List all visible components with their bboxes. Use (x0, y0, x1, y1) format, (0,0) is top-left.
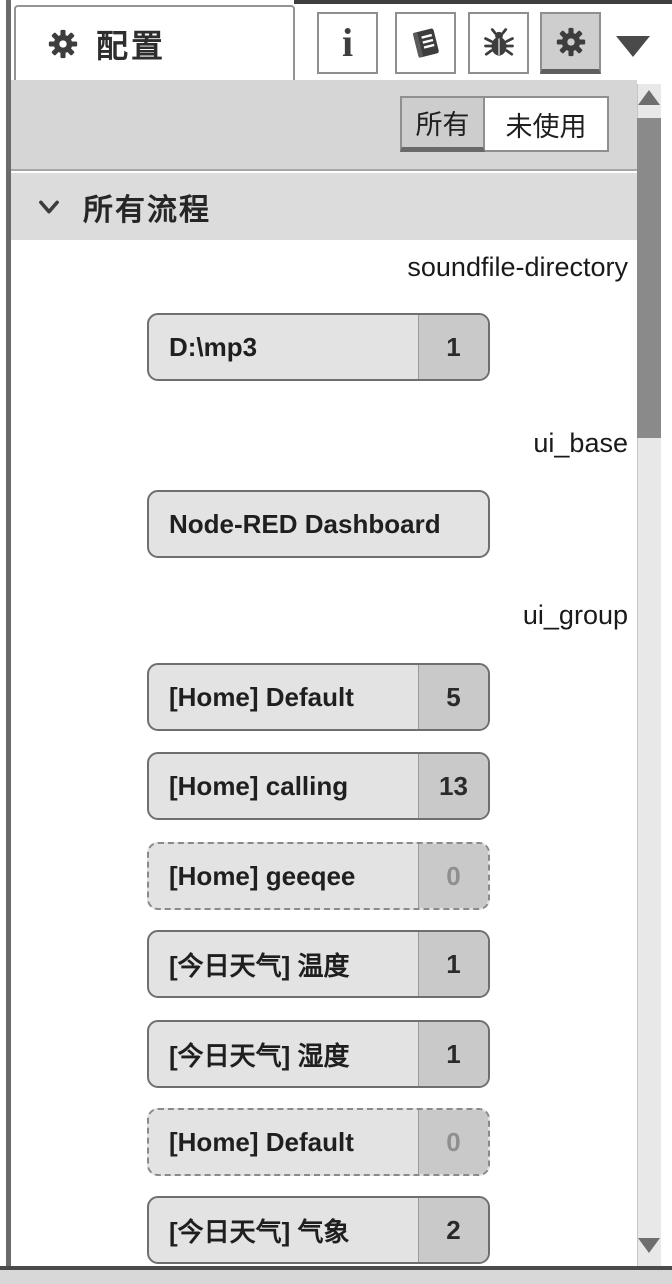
sidebar-left-border (6, 0, 11, 1284)
tab-config[interactable]: 配置 (14, 5, 295, 80)
category-label: soundfile-directory (407, 252, 628, 282)
node-usage-count: 1 (418, 932, 488, 996)
section-title: 所有流程 (83, 193, 211, 227)
debug-button[interactable] (468, 12, 529, 74)
config-node[interactable]: [Home] calling 13 (147, 752, 490, 820)
tab-config-label: 配置 (96, 27, 167, 64)
node-usage-count: 0 (418, 1110, 488, 1174)
config-node[interactable]: Node-RED Dashboard (147, 490, 490, 558)
triangle-down-icon[interactable] (616, 36, 650, 57)
book-icon (408, 25, 444, 61)
filter-all-button[interactable]: 所有 (400, 96, 485, 152)
section-all-flows[interactable]: 所有流程 (11, 173, 637, 240)
info-icon: i (341, 20, 354, 65)
chevron-down-icon (35, 193, 63, 221)
config-node[interactable]: [Home] Default 5 (147, 663, 490, 731)
node-label: [今日天气] 湿度 (169, 1040, 350, 1071)
node-label: [Home] Default (169, 681, 354, 712)
node-label: [Home] calling (169, 770, 349, 801)
node-label: [今日天气] 气象 (169, 1216, 350, 1247)
filter-toggle: 所有 未使用 (400, 96, 609, 152)
bug-icon (481, 25, 517, 61)
node-usage-count: 1 (418, 1022, 488, 1086)
panel-top-border (294, 0, 672, 4)
node-usage-count: 5 (418, 665, 488, 729)
filter-unused-button[interactable]: 未使用 (485, 96, 609, 152)
node-label: Node-RED Dashboard (169, 508, 441, 539)
node-label: [Home] Default (169, 1126, 354, 1157)
node-usage-count: 13 (418, 754, 488, 818)
config-button[interactable] (540, 12, 601, 74)
scroll-down-button[interactable] (638, 1238, 660, 1253)
node-label: [Home] geeqee (169, 860, 356, 891)
docs-button[interactable] (395, 12, 456, 74)
node-usage-count: 2 (418, 1198, 488, 1262)
config-node[interactable]: [今日天气] 湿度 1 (147, 1020, 490, 1088)
scrollbar-thumb[interactable] (637, 118, 661, 438)
info-button[interactable]: i (317, 12, 378, 74)
bottom-panel-strip (0, 1270, 672, 1284)
config-node[interactable]: [Home] geeqee 0 (147, 842, 490, 910)
config-node[interactable]: [今日天气] 气象 2 (147, 1196, 490, 1264)
category-label: ui_group (522, 600, 628, 630)
scroll-up-button[interactable] (638, 90, 660, 105)
bottom-divider (0, 1266, 672, 1270)
config-node[interactable]: [Home] Default 0 (147, 1108, 490, 1176)
config-node[interactable]: D:\mp3 1 (147, 313, 490, 381)
config-filter-toolbar: 所有 未使用 (11, 80, 637, 171)
node-usage-count: 1 (418, 315, 488, 379)
gear-icon (554, 25, 588, 59)
category-label: ui_base (533, 428, 628, 458)
node-label: D:\mp3 (169, 331, 258, 362)
config-node[interactable]: [今日天气] 温度 1 (147, 930, 490, 998)
node-usage-count: 0 (418, 844, 488, 908)
gear-icon (46, 27, 80, 61)
node-label: [今日天气] 温度 (169, 950, 350, 981)
